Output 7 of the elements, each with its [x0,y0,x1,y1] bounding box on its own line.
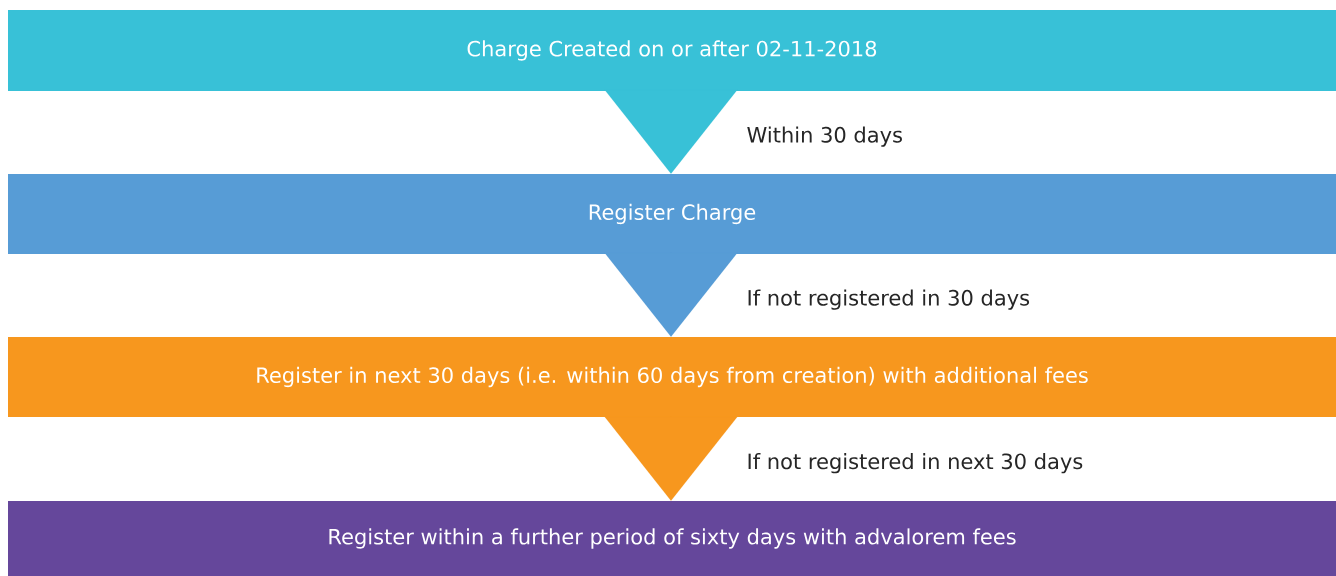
arrow [604,89,738,174]
edge-label: If not registered in 30 days [748,289,1030,310]
edge-label: Within 30 days [747,126,902,147]
step-band: Register within a further period of sixty days with advalorem fees [8,501,1336,576]
arrow [604,252,738,337]
arrow [604,416,738,501]
edge-label: If not registered in next 30 days [748,453,1083,474]
